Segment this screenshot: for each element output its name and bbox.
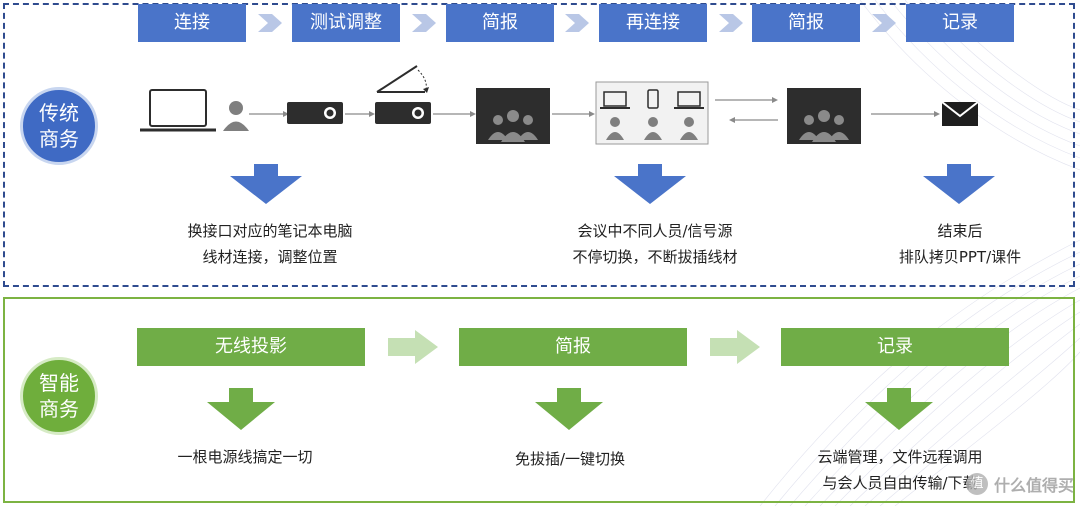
- projector-adjust-icon: [375, 65, 431, 124]
- meeting-screen-icon: [476, 88, 550, 144]
- trad-icons-row: [140, 65, 979, 145]
- trad-caption-connect: 换接口对应的笔记本电脑 线材连接，调整位置: [150, 218, 390, 270]
- down-arrow-icon: [923, 164, 995, 204]
- chevron-icon: [719, 14, 743, 32]
- step-smart-record: 记录: [781, 328, 1009, 366]
- chevron-icon: [872, 14, 896, 32]
- watermark-text: 什么值得买: [993, 476, 1074, 495]
- right-arrow-icon: [388, 330, 438, 364]
- caption-line: 线材连接，调整位置: [202, 248, 338, 266]
- down-arrow-icon: [230, 164, 302, 204]
- watermark-logo-icon: 值: [965, 473, 988, 495]
- envelope-icon: [941, 101, 979, 126]
- step-wireless-projection: 无线投影: [137, 328, 365, 366]
- caption-line: 不停切换，不断拔插线材: [572, 248, 738, 266]
- step-record: 记录: [906, 4, 1014, 42]
- laptop-icon: [140, 89, 216, 132]
- down-arrow-icon: [614, 164, 686, 204]
- smart-step-arrows: [388, 330, 760, 364]
- caption-line: 与会人员自由传输/下载: [822, 474, 978, 492]
- smart-label-text: 智能 商务: [39, 371, 79, 421]
- chevron-icon: [258, 14, 282, 32]
- caption-line: 排队拷贝PPT/课件: [898, 248, 1022, 266]
- right-arrow-icon: [710, 330, 760, 364]
- caption-line: 云端管理，文件远程调用: [817, 448, 983, 466]
- down-arrow-icon: [535, 388, 603, 430]
- caption-line: 结束后: [937, 222, 983, 240]
- chevron-icon: [565, 14, 589, 32]
- chevron-icon: [412, 14, 436, 32]
- down-arrow-icon: [207, 388, 275, 430]
- caption-line: 会议中不同人员/信号源: [577, 222, 733, 240]
- trad-step-chevrons: [258, 14, 896, 32]
- caption-line: 一根电源线搞定一切: [177, 448, 313, 466]
- traditional-business-label: 传统 商务: [20, 87, 98, 165]
- step-connect: 连接: [138, 4, 246, 42]
- trad-caption-switch: 会议中不同人员/信号源 不停切换，不断拔插线材: [540, 218, 770, 270]
- smart-business-label: 智能 商务: [20, 357, 98, 435]
- caption-line: 免拔插/一键切换: [514, 450, 626, 468]
- trad-caption-record: 结束后 排队拷贝PPT/课件: [870, 218, 1050, 270]
- down-arrow-icon: [865, 388, 933, 430]
- watermark: 值 什么值得买: [965, 472, 1074, 496]
- projector-icon: [287, 102, 343, 124]
- smart-caption-switch: 免拔插/一键切换: [470, 446, 670, 472]
- step-test-adjust: 测试调整: [292, 4, 400, 42]
- step-brief-1: 简报: [446, 4, 554, 42]
- step-brief-2: 简报: [752, 4, 860, 42]
- trad-down-arrows: [230, 164, 995, 204]
- caption-line: 换接口对应的笔记本电脑: [187, 222, 353, 240]
- step-reconnect: 再连接: [599, 4, 707, 42]
- smart-business-panel: [3, 297, 1075, 503]
- meeting-screen-icon: [787, 88, 861, 144]
- smart-down-arrows: [207, 388, 933, 430]
- multi-source-icon: [595, 81, 709, 145]
- smart-caption-power: 一根电源线搞定一切: [140, 444, 350, 470]
- traditional-label-text: 传统 商务: [39, 101, 79, 151]
- step-smart-brief: 简报: [459, 328, 687, 366]
- person-icon: [223, 101, 249, 131]
- smart-caption-cloud: 云端管理，文件远程调用 与会人员自由传输/下载: [790, 444, 1010, 496]
